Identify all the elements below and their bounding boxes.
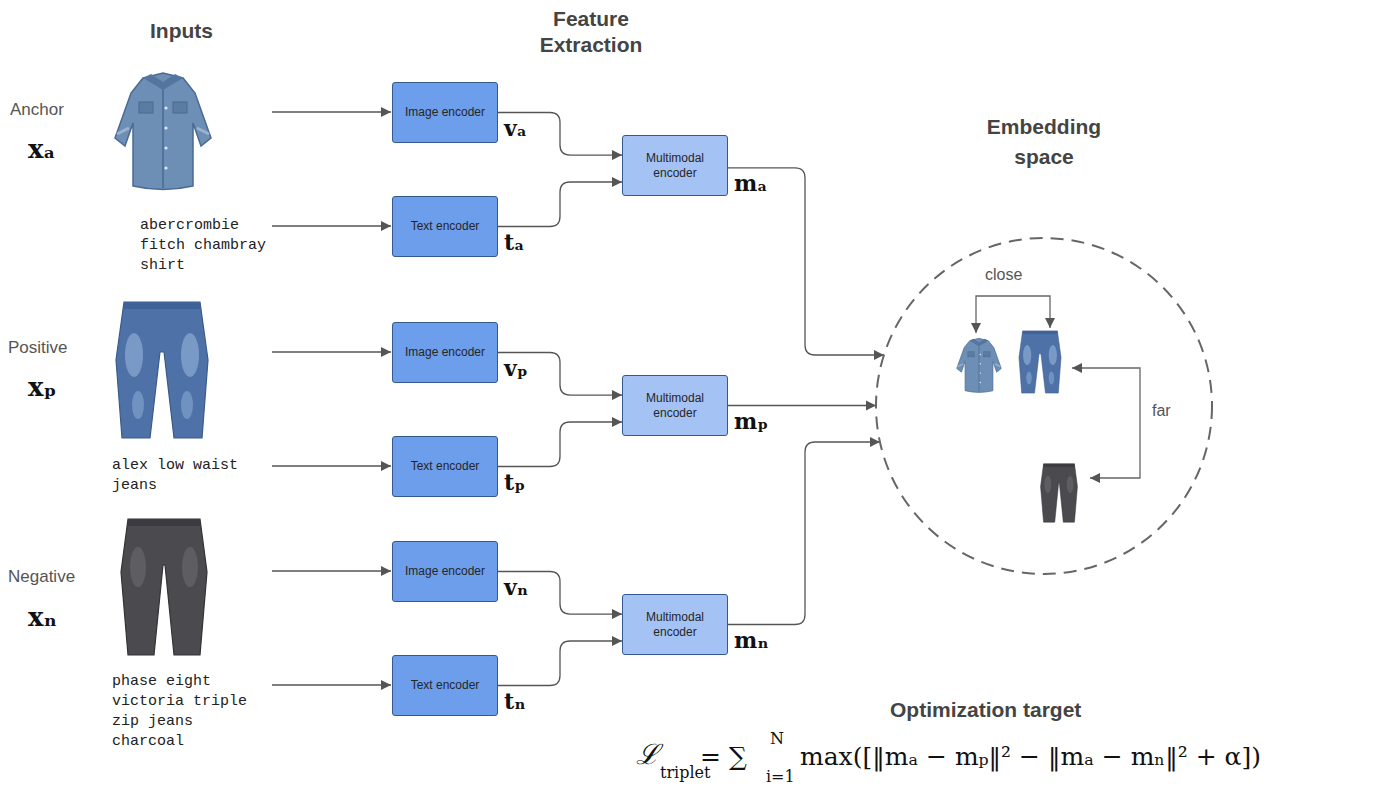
product-title: alex low waist jeans (112, 456, 252, 496)
formula-part: = ∑ (700, 743, 747, 771)
connector-arrow (728, 168, 884, 355)
pants-image (121, 519, 207, 655)
multimodal-encoder-box: Multimodal encoder (622, 594, 728, 655)
circle-outline (876, 238, 1212, 574)
edge-vector-label: tₚ (504, 471, 525, 494)
pants-thumbnail (1041, 464, 1078, 522)
shirt-thumbnail (957, 338, 1002, 392)
role-label: Negative (8, 567, 75, 587)
role-label: Positive (8, 338, 68, 358)
box-label: Multimodal encoder (631, 151, 719, 181)
box-text-group: Image encoder (405, 105, 485, 120)
multimodal-encoder-box: Multimodal encoder (622, 135, 728, 196)
encoder-box: Image encoder (392, 322, 498, 383)
formula-part: max([‖mₐ − mₚ‖² − ‖mₐ − mₙ‖² + α]) (800, 743, 1261, 771)
connector-arrow (728, 442, 880, 625)
product-title: phase eight victoria triple zip jeans ch… (112, 672, 252, 752)
encoder-box: Image encoder (392, 82, 498, 143)
connector-arrow (498, 182, 622, 227)
encoder-box: Text encoder (392, 196, 498, 257)
input-arrows (272, 112, 391, 685)
jeans-image (116, 302, 208, 438)
input-symbol: xₚ (28, 373, 56, 402)
box-text-group: Text encoder (411, 219, 480, 234)
connector-arrow (498, 572, 622, 615)
edge-vector-label: vₐ (504, 117, 527, 140)
input-symbol: xₐ (28, 135, 56, 164)
box-text-group: Text encoder (411, 459, 480, 474)
connector-arrow (498, 641, 622, 686)
encoder-box: Text encoder (392, 436, 498, 497)
product-title: abercrombie fitch chambray shirt (140, 216, 280, 276)
connector-arrow (498, 422, 622, 467)
formula-part: N (770, 730, 784, 748)
box-label: Image encoder (405, 105, 485, 120)
connector-arrow (498, 113, 622, 156)
box-label: Text encoder (411, 459, 480, 474)
encoder-box: Text encoder (392, 655, 498, 716)
box-label: Multimodal encoder (631, 610, 719, 640)
section-heading: Optimization target (890, 697, 1081, 723)
circle-heading: Embedding space (979, 112, 1109, 172)
edge-vector-label: vₚ (504, 357, 528, 380)
edge-vector-label: mₐ (734, 172, 768, 195)
box-text-group: Multimodal encoder (631, 151, 719, 181)
formula-part: i=1 (766, 768, 795, 786)
edge-vector-label: tₙ (504, 690, 526, 713)
distance-label: far (1152, 402, 1171, 420)
box-text-group: Image encoder (405, 345, 485, 360)
column-heading: Inputs (150, 18, 213, 44)
formula-part: ℒ (636, 740, 659, 771)
box-label: Image encoder (405, 345, 485, 360)
box-text-group: Multimodal encoder (631, 610, 719, 640)
box-label: Multimodal encoder (631, 391, 719, 421)
multimodal-encoder-box: Multimodal encoder (622, 375, 728, 436)
box-text-group: Image encoder (405, 564, 485, 579)
jeans-thumbnail (1019, 331, 1061, 393)
edge-vector-label: mₚ (734, 410, 768, 433)
column-heading: Feature Extraction (526, 6, 656, 58)
distance-label: close (985, 266, 1022, 284)
box-label: Image encoder (405, 564, 485, 579)
input-symbol: xₙ (28, 603, 57, 632)
role-label: Anchor (10, 100, 64, 120)
shirt-image (115, 73, 211, 190)
connector-arrow (728, 405, 876, 406)
edge-vector-label: vₙ (504, 576, 528, 599)
box-text-group: Text encoder (411, 678, 480, 693)
edge-vector-label: tₐ (504, 231, 524, 254)
box-label: Text encoder (411, 219, 480, 234)
encoder-box: Image encoder (392, 541, 498, 602)
distance-arrows (976, 296, 1140, 478)
edge-vector-label: mₙ (734, 629, 769, 652)
connector-arrow (498, 353, 622, 396)
box-label: Text encoder (411, 678, 480, 693)
box-text-group: Multimodal encoder (631, 391, 719, 421)
